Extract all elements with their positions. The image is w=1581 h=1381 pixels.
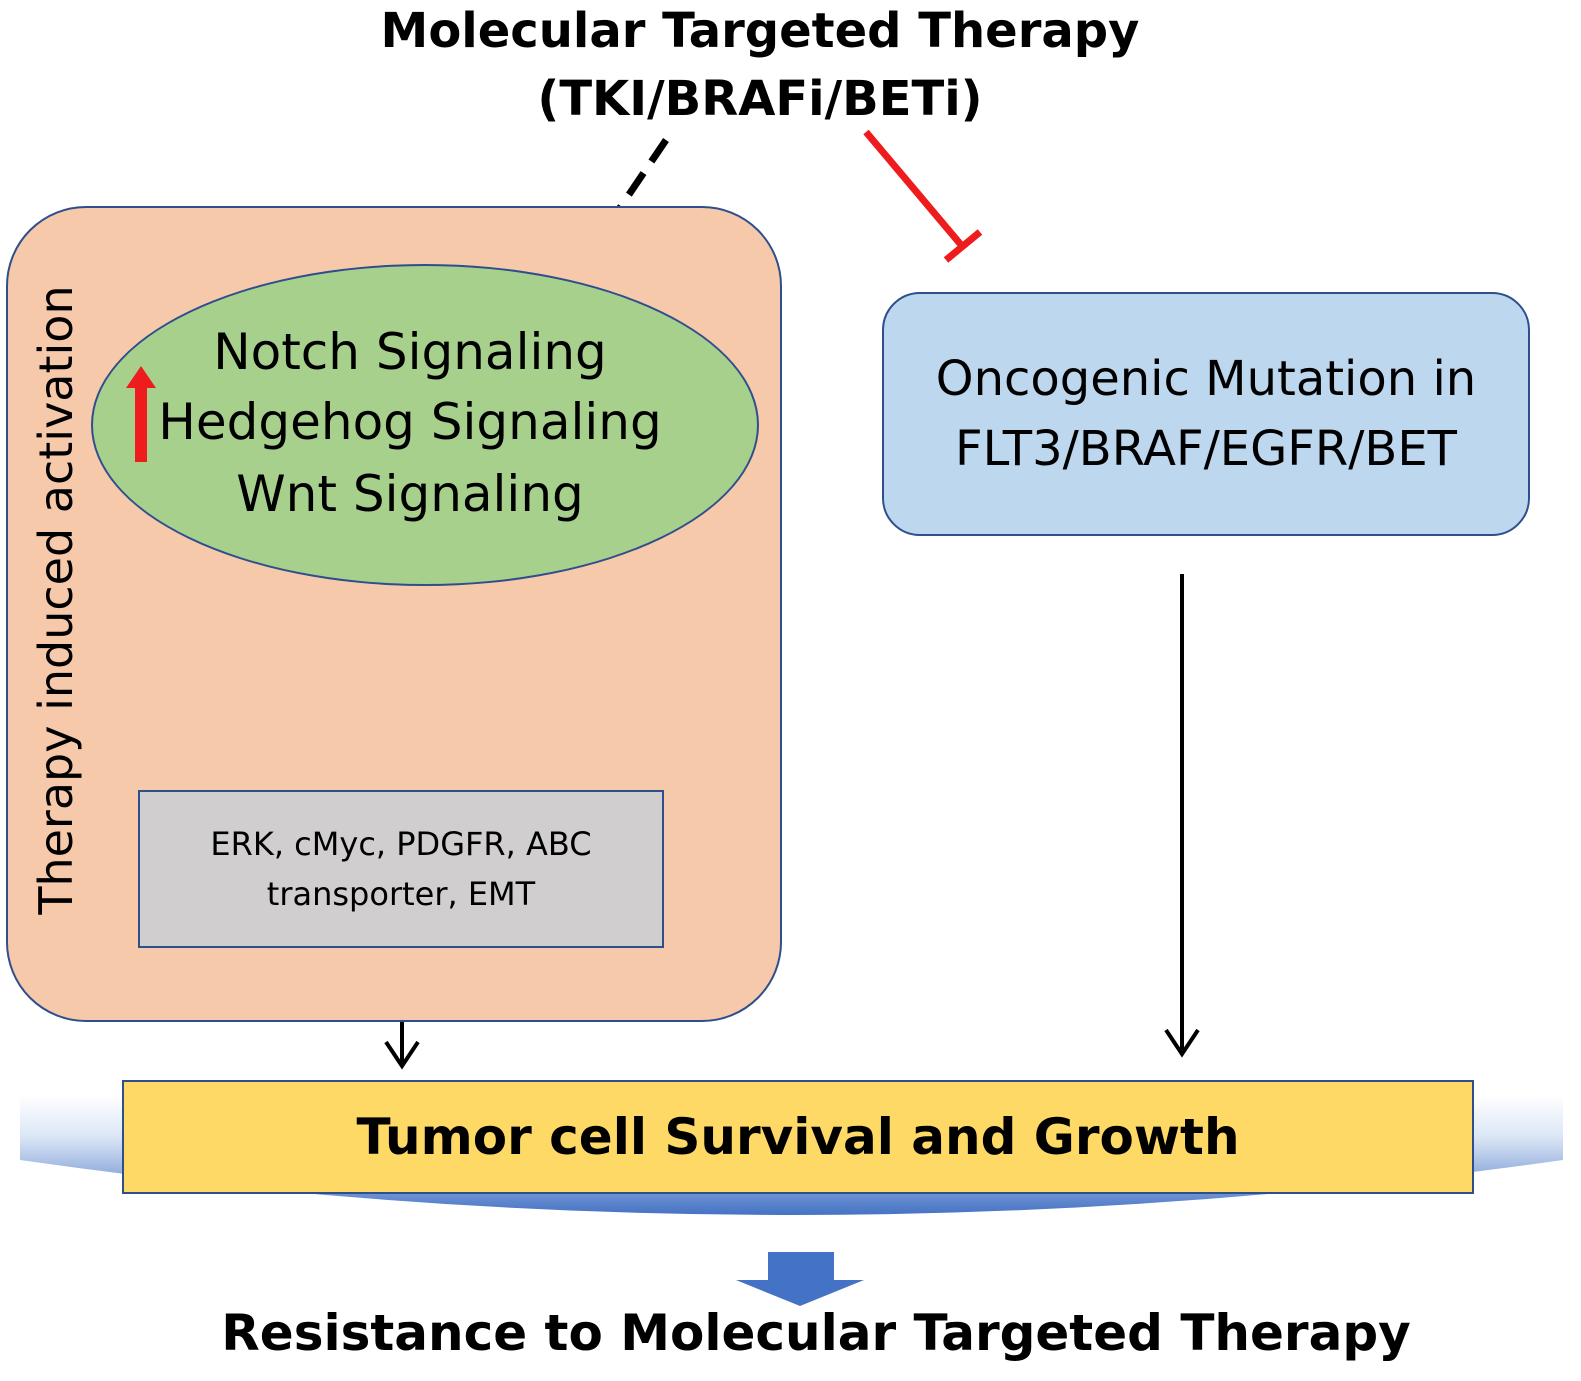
effectors-box: ERK, cMyc, PDGFR, ABC transporter, EMT xyxy=(138,790,664,948)
resistance-label: Resistance to Molecular Targeted Therapy xyxy=(221,1304,1411,1362)
therapy-subtitle: (TKI/BRAFi/BETi) xyxy=(537,71,983,127)
tumor-survival-label: Tumor cell Survival and Growth xyxy=(356,1108,1240,1166)
effectors-line2: transporter, EMT xyxy=(266,875,536,913)
oncogenic-mutation-box: Oncogenic Mutation in FLT3/BRAF/EGFR/BET xyxy=(882,292,1530,536)
notch-signaling-label: Notch Signaling xyxy=(213,323,607,381)
hedgehog-signaling-label: Hedgehog Signaling xyxy=(158,393,662,451)
mutation-line2: FLT3/BRAF/EGFR/BET xyxy=(955,421,1457,477)
mutation-line1: Oncogenic Mutation in xyxy=(935,351,1477,407)
wnt-signaling-label: Wnt Signaling xyxy=(236,465,584,523)
outcome-down-arrow xyxy=(736,1252,864,1306)
mutation-to-survival-arrow xyxy=(1164,574,1200,1058)
activation-label-text: Therapy induced activation xyxy=(29,285,83,915)
signaling-ellipse xyxy=(91,264,759,586)
therapy-title: Molecular Targeted Therapy xyxy=(380,3,1140,59)
red-up-arrow-icon xyxy=(126,366,156,462)
inhibition-line xyxy=(863,129,983,263)
tumor-survival-box: Tumor cell Survival and Growth xyxy=(122,1080,1474,1194)
effectors-line1: ERK, cMyc, PDGFR, ABC xyxy=(210,825,592,863)
